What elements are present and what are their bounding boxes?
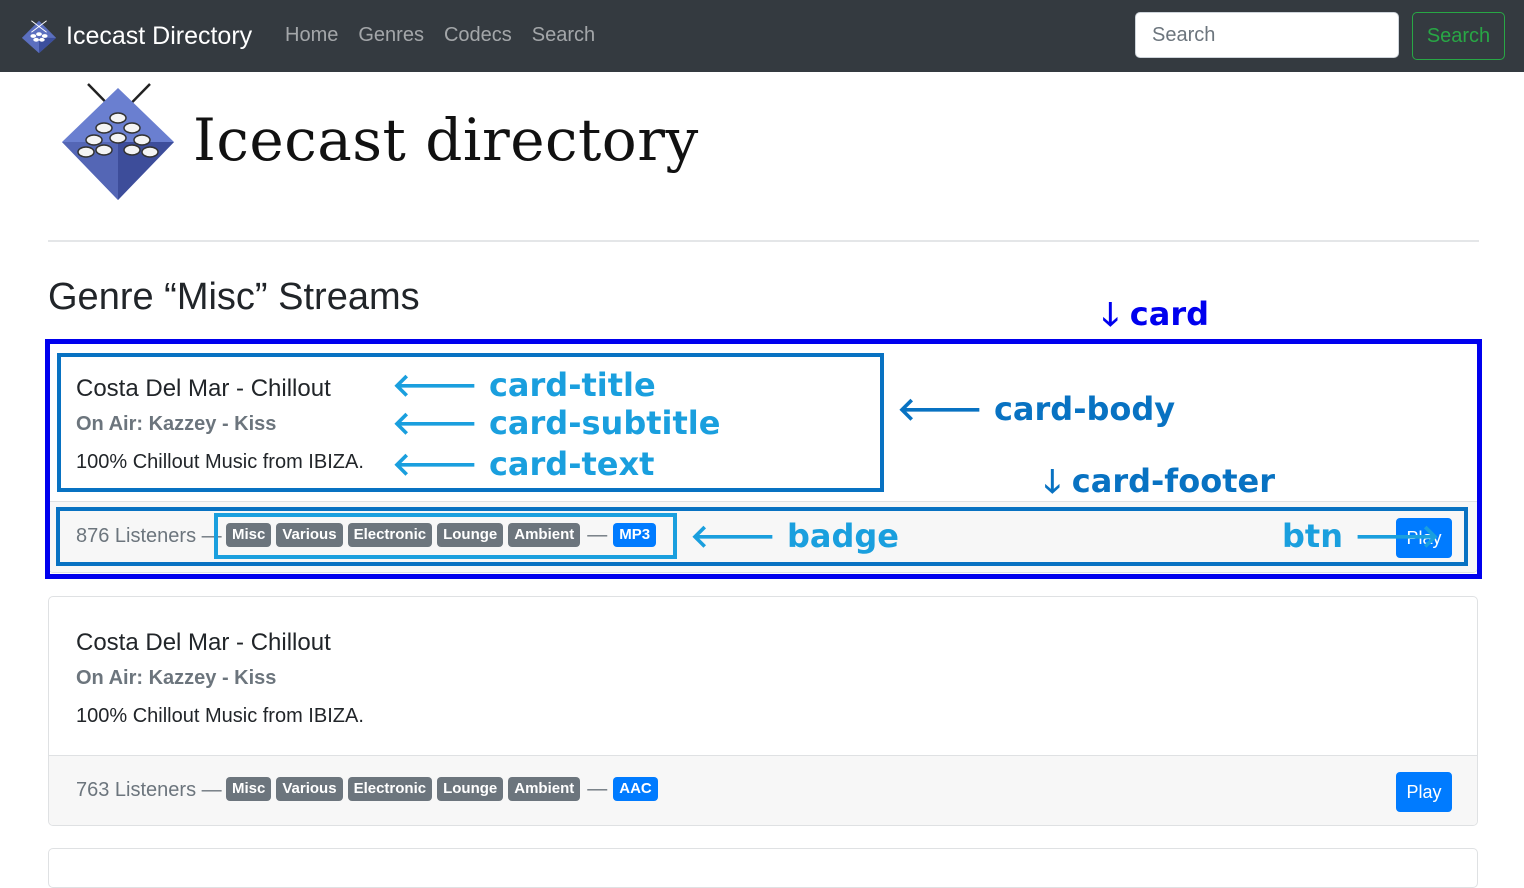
site-title: Icecast directory [193, 106, 699, 174]
card-subtitle: On Air: Kazzey - Kiss [76, 413, 277, 435]
codec-badge[interactable]: MP3 [613, 523, 657, 547]
stream-card: Costa Del Mar - Chillout On Air: Kazzey … [48, 596, 1478, 826]
card-body: Costa Del Mar - Chillout On Air: Kazzey … [49, 597, 1477, 756]
annotation-card-body-label: 🡐 card-body [897, 390, 1176, 428]
icecast-logo-icon [21, 20, 57, 54]
genre-badge[interactable]: Ambient [508, 523, 581, 547]
card-footer: 763 Listeners — Misc Various Electronic … [49, 755, 1477, 825]
badge-group: Misc Various Electronic Lounge Ambient —… [226, 777, 663, 801]
play-button[interactable]: Play [1396, 518, 1452, 558]
nav-link-search[interactable]: Search [531, 24, 596, 46]
annotation-btn-label: btn 🡒 [1282, 517, 1440, 555]
play-button[interactable]: Play [1396, 772, 1452, 812]
separator: — [587, 523, 608, 546]
nav-link-home[interactable]: Home [285, 24, 339, 46]
genre-badge[interactable]: Misc [226, 777, 272, 801]
search-button[interactable]: Search [1412, 12, 1505, 60]
annotation-card-title-label: 🡐 card-title [392, 366, 656, 404]
separator: — [587, 777, 608, 800]
genre-badge[interactable]: Ambient [508, 777, 581, 801]
nav-link-codecs[interactable]: Codecs [443, 24, 512, 46]
card-text: 100% Chillout Music from IBIZA. [76, 705, 364, 727]
genre-badge[interactable]: Misc [226, 523, 272, 547]
genre-badge[interactable]: Electronic [347, 523, 433, 547]
card-title: Costa Del Mar - Chillout [76, 629, 331, 656]
navbar: Icecast Directory Home Genres Codecs Sea… [0, 0, 1524, 72]
codec-badge[interactable]: AAC [613, 777, 658, 801]
annotation-badge-label: 🡐 badge [690, 517, 899, 555]
card-subtitle: On Air: Kazzey - Kiss [76, 667, 277, 689]
badge-group: Misc Various Electronic Lounge Ambient —… [226, 523, 661, 547]
icecast-site-logo [62, 83, 174, 200]
card-text: 100% Chillout Music from IBIZA. [76, 451, 364, 473]
annotation-card-label: 🡓 card [1102, 295, 1210, 333]
card-footer: 876 Listeners — Misc Various Electronic … [49, 501, 1477, 572]
stream-card [48, 848, 1478, 888]
genre-badge[interactable]: Lounge [437, 523, 504, 547]
listener-count: 876 Listeners — [76, 525, 222, 547]
genre-badge[interactable]: Various [276, 777, 343, 801]
genre-badge[interactable]: Electronic [347, 777, 433, 801]
page-title: Genre “Misc” Streams [48, 276, 420, 318]
brand-text: Icecast Directory [66, 21, 253, 50]
nav-links: Home Genres Codecs Search [285, 24, 615, 47]
search-input[interactable] [1135, 12, 1399, 58]
navbar-brand[interactable]: Icecast Directory [20, 16, 252, 56]
header-divider [48, 240, 1479, 242]
annotation-card-subtitle-label: 🡐 card-subtitle [392, 404, 721, 442]
stream-card: Costa Del Mar - Chillout On Air: Kazzey … [48, 342, 1478, 573]
card-body: Costa Del Mar - Chillout On Air: Kazzey … [49, 343, 1477, 502]
listener-count: 763 Listeners — [76, 779, 222, 801]
genre-badge[interactable]: Various [276, 523, 343, 547]
nav-link-genres[interactable]: Genres [358, 24, 424, 46]
genre-badge[interactable]: Lounge [437, 777, 504, 801]
card-title: Costa Del Mar - Chillout [76, 375, 331, 402]
annotation-card-text-label: 🡐 card-text [392, 445, 655, 483]
annotation-card-footer-label: 🡓 card-footer [1044, 462, 1275, 500]
